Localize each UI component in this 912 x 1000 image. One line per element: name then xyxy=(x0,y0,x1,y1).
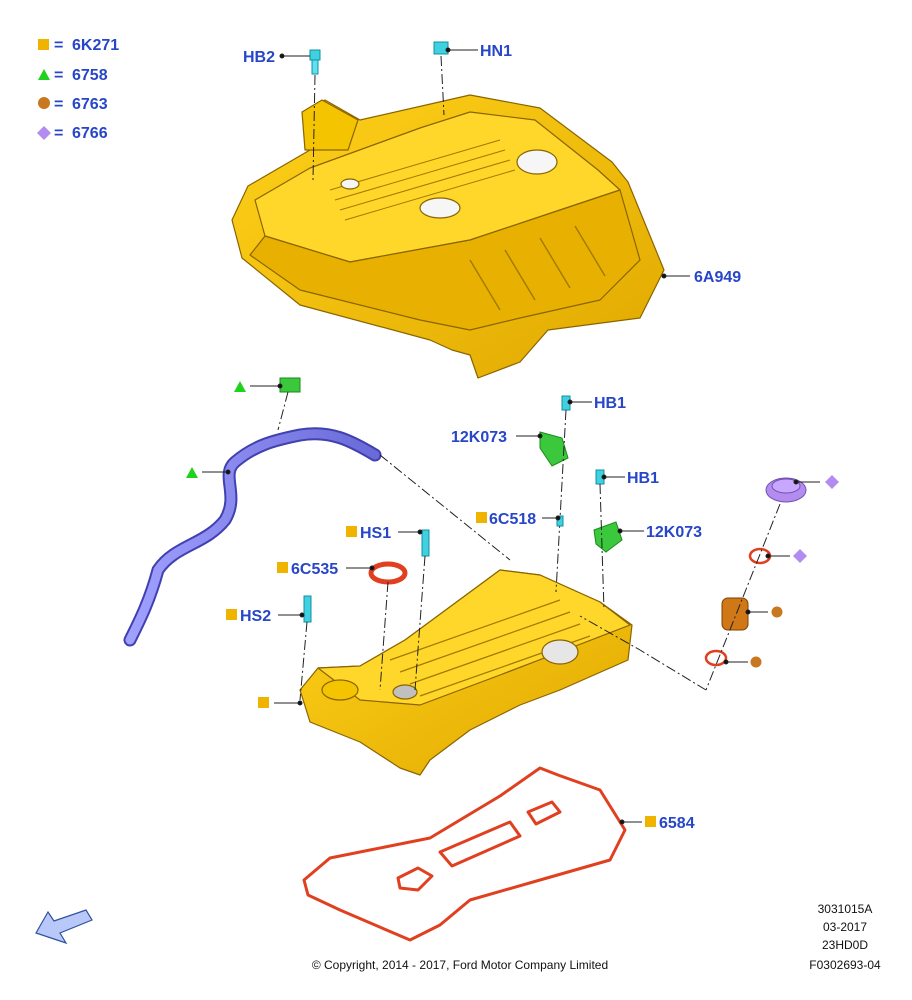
seal-6c535 xyxy=(368,561,408,691)
legend: = 6K271 = 6758 = 6763 = 6766 xyxy=(37,37,119,142)
legend-code: 6758 xyxy=(72,67,108,84)
callout-labels: HB2 HN1 6A949 HB1 12K073 HB1 6C518 12K07… xyxy=(240,43,741,832)
diamond-marker-icon xyxy=(37,126,51,140)
callout-6c535: 6C535 xyxy=(291,561,338,578)
callout-hn1: HN1 xyxy=(480,43,512,60)
diamond-marker-icon xyxy=(793,549,807,563)
legend-item-6k271: = 6K271 xyxy=(38,37,119,54)
square-marker-icon xyxy=(38,39,49,50)
copyright-notice: © Copyright, 2014 - 2017, Ford Motor Com… xyxy=(311,958,609,972)
legend-code: 6766 xyxy=(72,125,108,142)
legend-code: 6763 xyxy=(72,96,108,113)
callout-12k073-top: 12K073 xyxy=(451,429,507,446)
square-marker-icon xyxy=(346,526,357,537)
camshaft-sensor-mid xyxy=(556,469,623,611)
callout-hb1-mid: HB1 xyxy=(627,470,659,487)
legend-item-6758: = 6758 xyxy=(38,67,108,84)
square-marker-icon xyxy=(645,816,656,827)
diamond-marker-icon xyxy=(825,475,839,489)
circle-marker-icon xyxy=(750,656,762,668)
triangle-marker-icon xyxy=(38,69,50,80)
square-marker-icon xyxy=(277,562,288,573)
breather-hose xyxy=(123,377,511,647)
bolt-hb2 xyxy=(309,49,321,181)
stud-hs1 xyxy=(414,529,430,691)
leader-lines xyxy=(202,47,820,825)
square-marker-icon xyxy=(476,512,487,523)
svg-text:=: = xyxy=(54,37,63,54)
valve-cover xyxy=(299,569,633,776)
callout-6584: 6584 xyxy=(659,815,695,832)
svg-text:=: = xyxy=(54,125,63,142)
circle-marker-icon xyxy=(771,606,783,618)
legend-item-6766: = 6766 xyxy=(37,125,108,142)
callout-hb2: HB2 xyxy=(243,49,275,66)
arrow-icon xyxy=(35,909,93,945)
engine-cover-6a949 xyxy=(231,94,665,379)
stud-hs2 xyxy=(299,595,312,701)
svg-text:=: = xyxy=(54,67,63,84)
callout-markers xyxy=(186,381,839,827)
callout-hs1: HS1 xyxy=(360,525,391,542)
legend-code: 6K271 xyxy=(72,37,119,54)
svg-text:=: = xyxy=(54,96,63,113)
square-marker-icon xyxy=(258,697,269,708)
illustration-date: 03-2017 xyxy=(822,920,868,934)
callout-hs2: HS2 xyxy=(240,608,271,625)
gasket-6584 xyxy=(302,766,627,942)
figure-id: F0302693-04 xyxy=(809,958,881,972)
callout-6a949: 6A949 xyxy=(694,269,741,286)
callout-12k073-mid: 12K073 xyxy=(646,524,702,541)
callout-hb1-top: HB1 xyxy=(594,395,626,412)
triangle-marker-icon xyxy=(186,467,198,478)
square-marker-icon xyxy=(226,609,237,620)
triangle-marker-icon xyxy=(234,381,246,392)
callout-6c518: 6C518 xyxy=(489,511,536,528)
circle-marker-icon xyxy=(38,97,50,109)
legend-item-6763: = 6763 xyxy=(38,96,108,113)
camshaft-sensor-top xyxy=(539,395,571,593)
illustration-number: 3031015A xyxy=(817,902,873,916)
engine-code: 23HD0D xyxy=(821,938,869,952)
